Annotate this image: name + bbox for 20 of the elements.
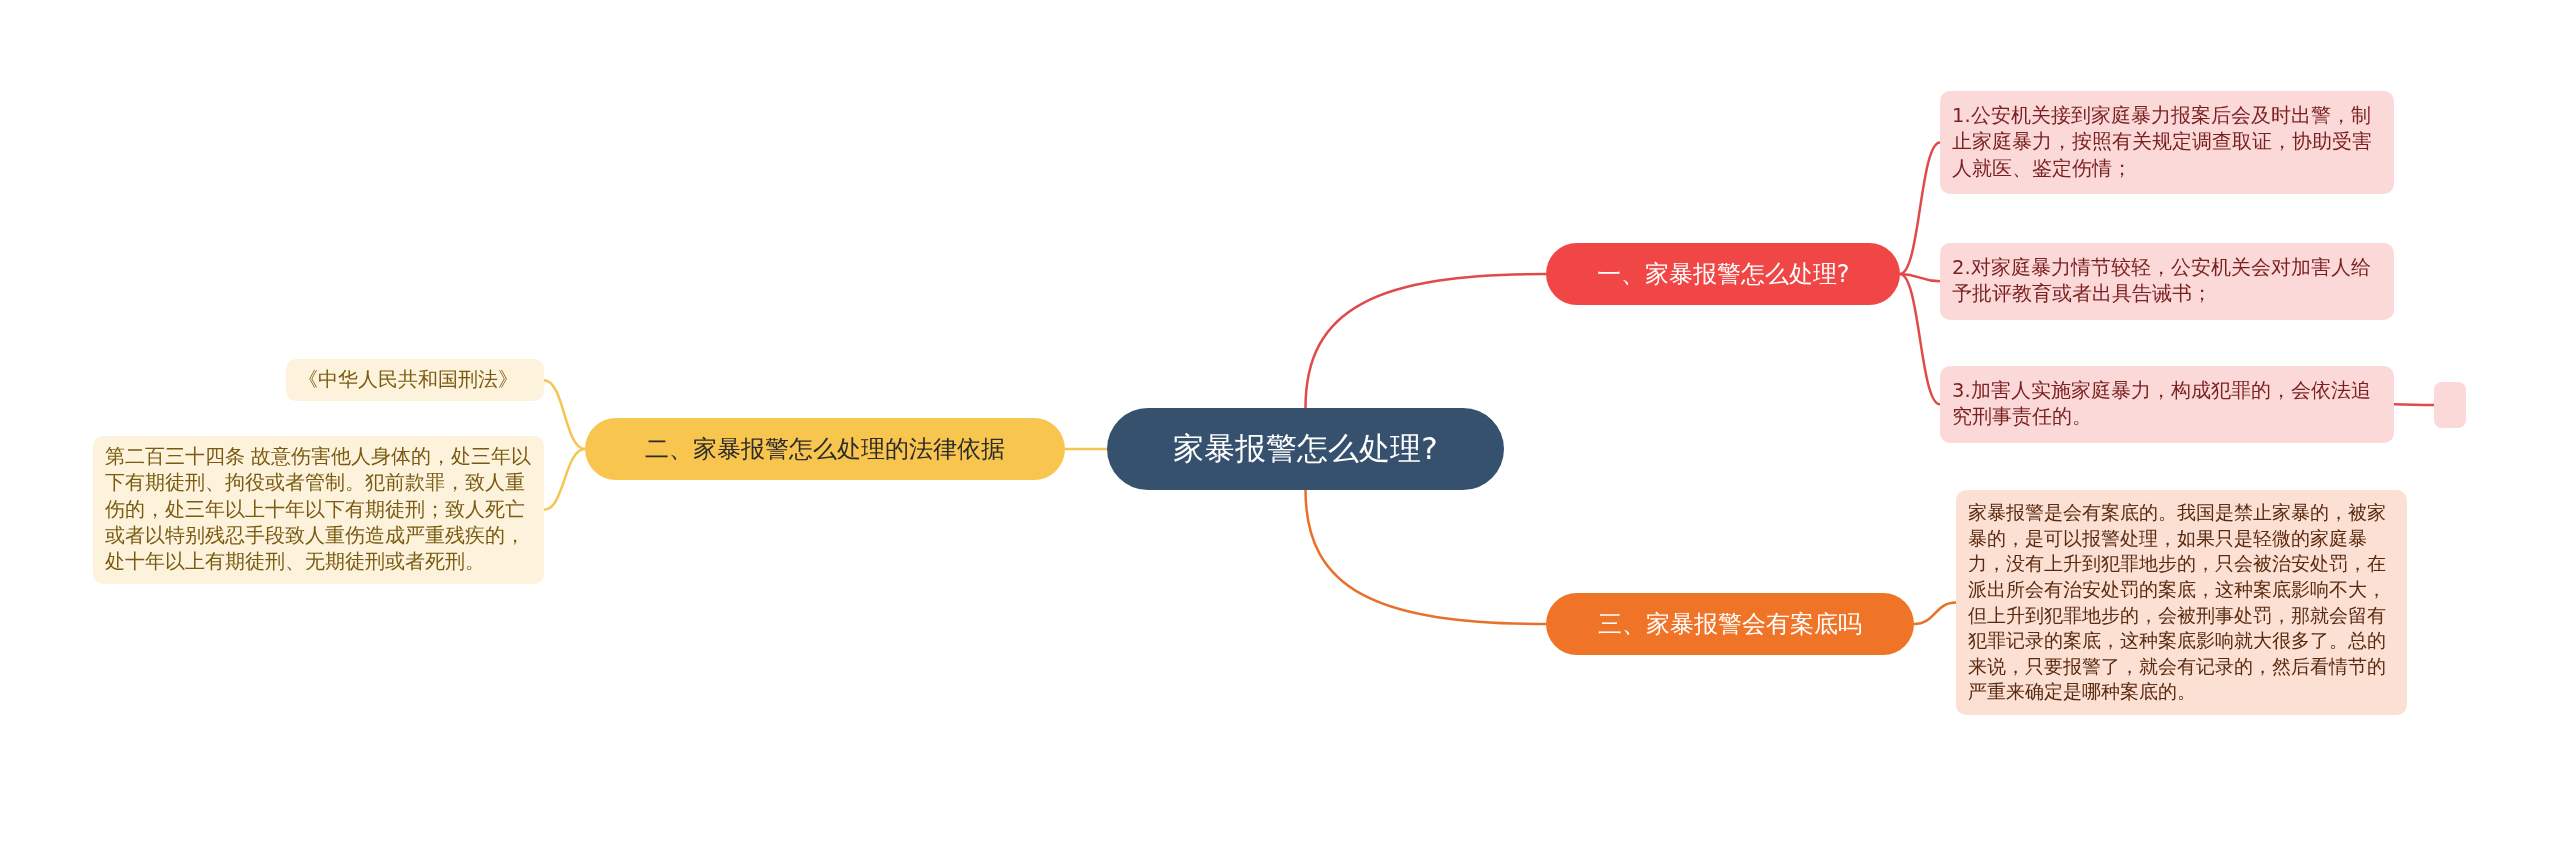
connector-line (1899, 141, 1941, 276)
branch-topic-box: 一、家暴报警怎么处理? (1546, 243, 1900, 305)
note-box: 1.公安机关接到家庭暴力报案后会及时出警，制止家庭暴力，按照有关规定调查取证，协助受害人就医、鉴定伤情； (1940, 91, 2394, 194)
empty-box (2434, 382, 2466, 428)
connector-line (1899, 272, 1941, 406)
connector-line (543, 378, 586, 451)
note-box: 《中华人民共和国刑法》 (286, 359, 544, 402)
branch-topic-box: 二、家暴报警怎么处理的法律依据 (585, 418, 1065, 480)
branch-topic-box: 三、家暴报警会有案底吗 (1546, 593, 1914, 655)
note-box: 第二百三十四条 故意伤害他人身体的，处三年以下有期徒刑、拘役或者管制。犯前款罪，致人重伤的，处三年以上十年以下有期徒刑；致人死亡或者以特别残忍手段致人重伤造成严重残疾的，处十年以上有期徒刑、无期徒刑或者死刑。 (93, 436, 544, 584)
connector-line (1065, 447, 1107, 451)
note-box: 家暴报警是会有案底的。我国是禁止家暴的，被家暴的，是可以报警处理，如果只是轻微的家庭暴力，没有上升到犯罪地步的，只会被治安处罚，在派出所会有治安处罚的案底，这种案底影响不大，但上升到犯罪地步的，会被刑事处罚，那就会留有犯罪记录的案底，这种案底影响就大很多了。总的来说，只要报警了，就会有记录的，然后看情节的严重来确定是哪种案底的。 (1956, 490, 2407, 716)
connector-line (543, 447, 586, 511)
connector-line (1304, 489, 1547, 626)
root-topic-box: 家暴报警怎么处理? (1107, 408, 1504, 490)
connector-line (1913, 601, 1957, 626)
connector-line (2394, 403, 2434, 407)
note-box: 2.对家庭暴力情节较轻，公安机关会对加害人给予批评教育或者出具告诫书； (1940, 243, 2394, 320)
connector-line (1304, 272, 1547, 409)
note-box: 3.加害人实施家庭暴力，构成犯罪的，会依法追究刑事责任的。 (1940, 366, 2394, 443)
